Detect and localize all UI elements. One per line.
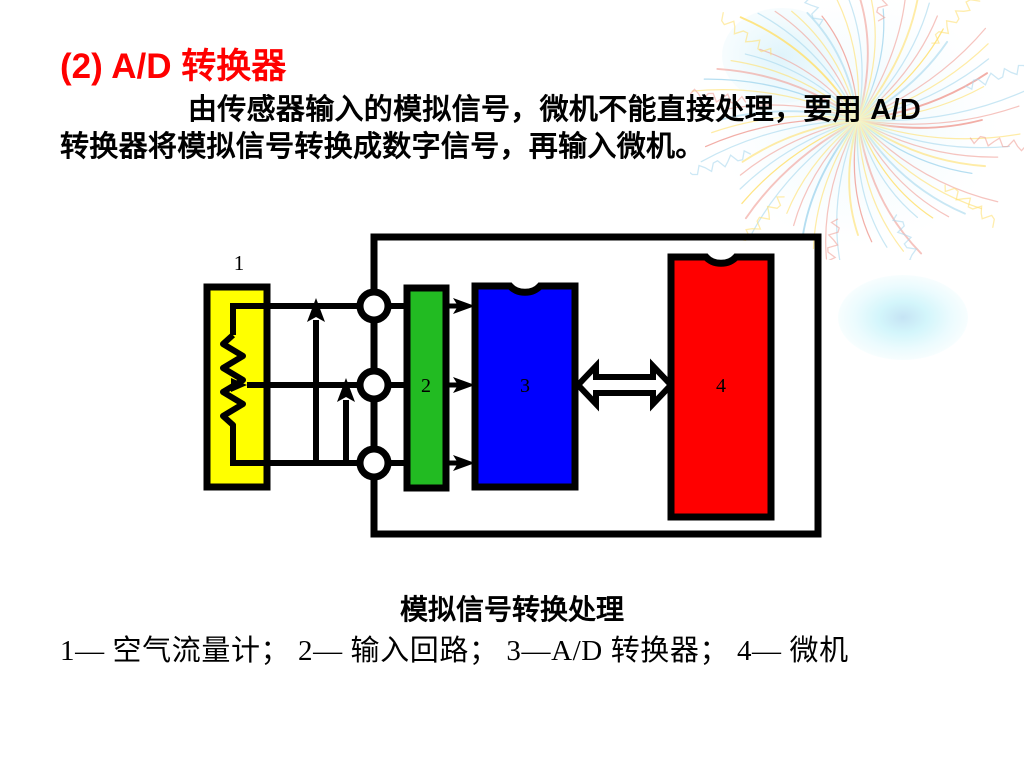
bidirectional-bus-arrow <box>573 358 676 412</box>
page-title: (2) A/D 转换器 <box>60 47 287 86</box>
blue-glow-decor-top <box>722 8 842 103</box>
block-ad-converter <box>471 282 579 491</box>
potentiometer-wiper-arrowhead <box>231 378 247 392</box>
diagram-legend: 1— 空气流量计； 2— 输入回路； 3—A/D 转换器； 4— 微机 <box>60 635 849 667</box>
terminal-circle-2 <box>356 367 392 403</box>
block-label-1: 1 <box>234 251 245 275</box>
blue-glow-decor-right <box>838 275 968 360</box>
body-paragraph: 由传感器输入的模拟信号，微机不能直接处理，要用 A/D 转换器将模拟信号转换成数… <box>60 94 922 164</box>
potentiometer-top-lead <box>230 303 263 335</box>
block-label-2: 2 <box>421 375 431 397</box>
diagram-caption: 模拟信号转换处理 <box>399 595 624 626</box>
reference-arrow-a-head <box>307 298 325 322</box>
potentiometer-bottom-lead <box>230 433 263 466</box>
block-label-3: 3 <box>520 375 530 397</box>
signal-conversion-diagram: 1 2 <box>203 233 822 538</box>
block-input-circuit <box>403 284 450 492</box>
reference-arrow-b-head <box>337 378 355 402</box>
terminal-circle-1 <box>356 288 392 324</box>
block-label-4: 4 <box>716 375 726 397</box>
signal-arrows-group <box>446 298 475 471</box>
terminal-circle-3 <box>356 445 392 481</box>
block-microcomputer <box>667 253 775 521</box>
